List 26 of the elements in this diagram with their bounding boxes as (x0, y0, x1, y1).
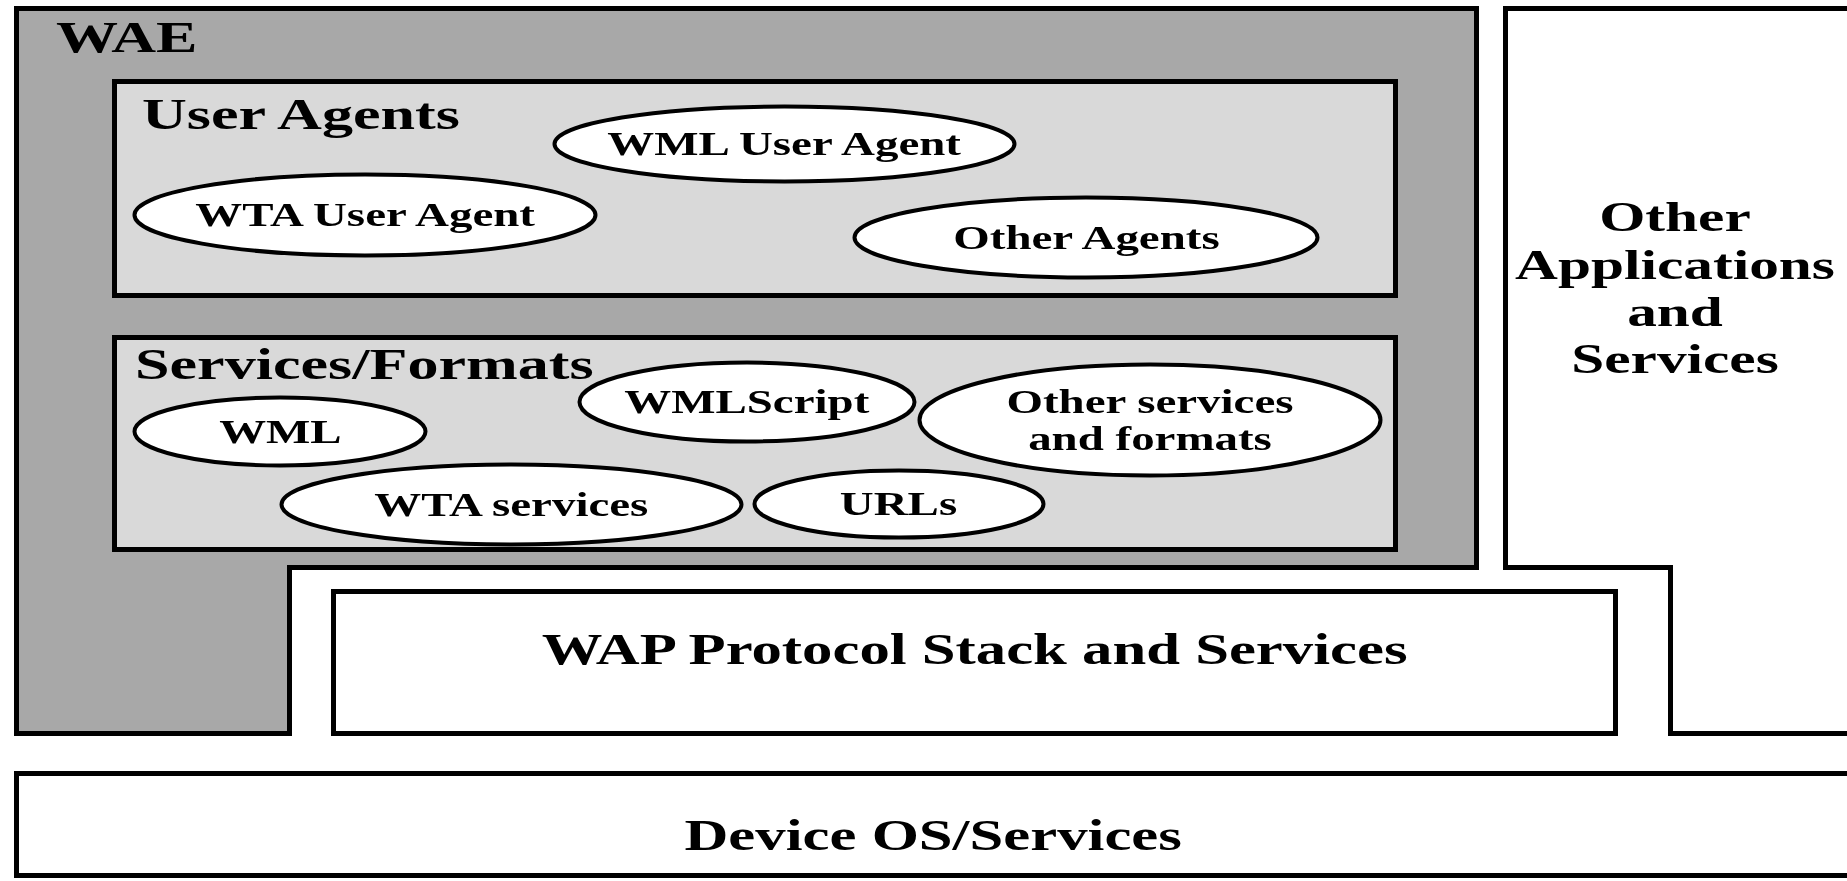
panel-title: WAE (56, 13, 198, 63)
panel-title: User Agents (142, 90, 460, 140)
component-oval (852, 195, 1320, 280)
layer-panel (14, 771, 1847, 878)
component-oval (917, 362, 1383, 478)
component-oval (752, 468, 1046, 540)
component-oval (552, 104, 1017, 184)
layer-label: Device OS/Services (684, 811, 1182, 861)
component-label: WMLScript (624, 383, 870, 421)
component-oval (132, 395, 428, 468)
group-panel (112, 335, 1398, 552)
component-label: URLs (840, 485, 958, 523)
layer-label: Other Applications and Services (1514, 193, 1836, 383)
component-label: WML User Agent (607, 125, 962, 163)
component-label: WTA services (374, 485, 649, 524)
component-oval (132, 172, 598, 258)
component-oval (279, 462, 744, 547)
panel-title: Services/Formats (135, 340, 594, 390)
layer-panel (1503, 6, 1847, 736)
group-panel (112, 79, 1398, 298)
component-label: Other services and formats (1005, 382, 1295, 458)
component-label: Other Agents (952, 218, 1220, 257)
layer-panel (331, 589, 1618, 736)
component-label: WML (218, 412, 342, 451)
layer-label: WAP Protocol Stack and Services (541, 625, 1408, 675)
component-label: WTA User Agent (195, 196, 535, 234)
